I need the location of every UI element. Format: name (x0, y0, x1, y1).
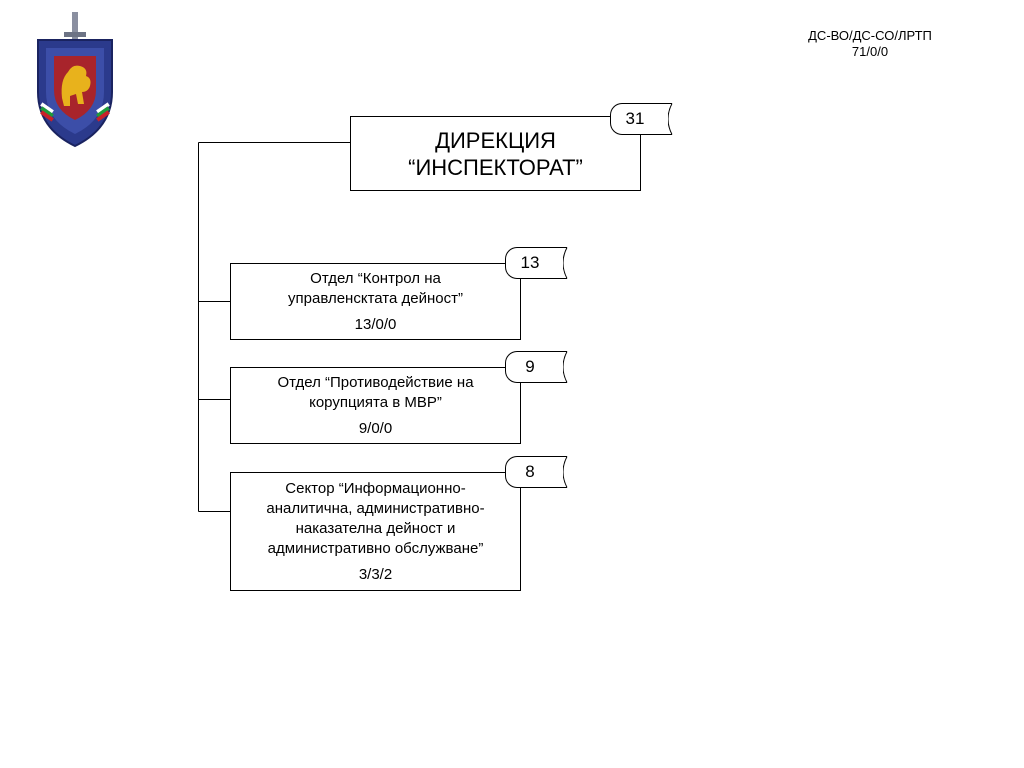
unit-staff-code: 9/0/0 (358, 419, 393, 437)
directorate-box: ДИРЕКЦИЯ “ИНСПЕКТОРАТ” (350, 116, 641, 191)
unit-count: 9 (525, 357, 535, 376)
unit-staff-code: 3/3/2 (358, 565, 393, 583)
unit-name-line: административно обслужване” (267, 539, 484, 557)
unit-name-line: Отдел “Противодействие на (277, 373, 474, 391)
directorate-title-line1: ДИРЕКЦИЯ (435, 127, 556, 153)
unit-count: 13 (520, 253, 540, 272)
structure-code-line2: 71/0/0 (851, 44, 889, 59)
directorate-title-line2: “ИНСПЕКТОРАТ” (408, 154, 583, 180)
unit-name-line: Отдел “Контрол на (310, 269, 441, 287)
unit-box-control: Отдел “Контрол на управленсктата дейност… (230, 263, 521, 340)
directorate-count-tab: 31 (610, 103, 673, 135)
ministry-emblem-icon (34, 10, 116, 150)
unit-count-tab-anticorruption: 9 (505, 351, 568, 383)
unit-box-anticorruption: Отдел “Противодействие на корупцията в М… (230, 367, 521, 444)
unit-staff-code: 13/0/0 (354, 315, 397, 333)
unit-name-line: корупцията в МВР” (309, 393, 442, 411)
unit-count-tab-information: 8 (505, 456, 568, 488)
unit-name-line: наказателна дейност и (295, 519, 456, 537)
unit-count: 8 (525, 462, 535, 481)
unit-name-line: Сектор “Информационно- (285, 479, 466, 497)
unit-name-line: аналитична, административно- (266, 499, 485, 517)
unit-count-tab-control: 13 (505, 247, 568, 279)
unit-box-information: Сектор “Информационно- аналитична, админ… (230, 472, 521, 591)
structure-code: ДС-ВО/ДС-СО/ЛРТП 71/0/0 (790, 28, 950, 60)
directorate-count: 31 (625, 109, 645, 128)
unit-name-line: управленсктата дейност” (288, 289, 463, 307)
structure-code-line1: ДС-ВО/ДС-СО/ЛРТП (808, 28, 932, 43)
